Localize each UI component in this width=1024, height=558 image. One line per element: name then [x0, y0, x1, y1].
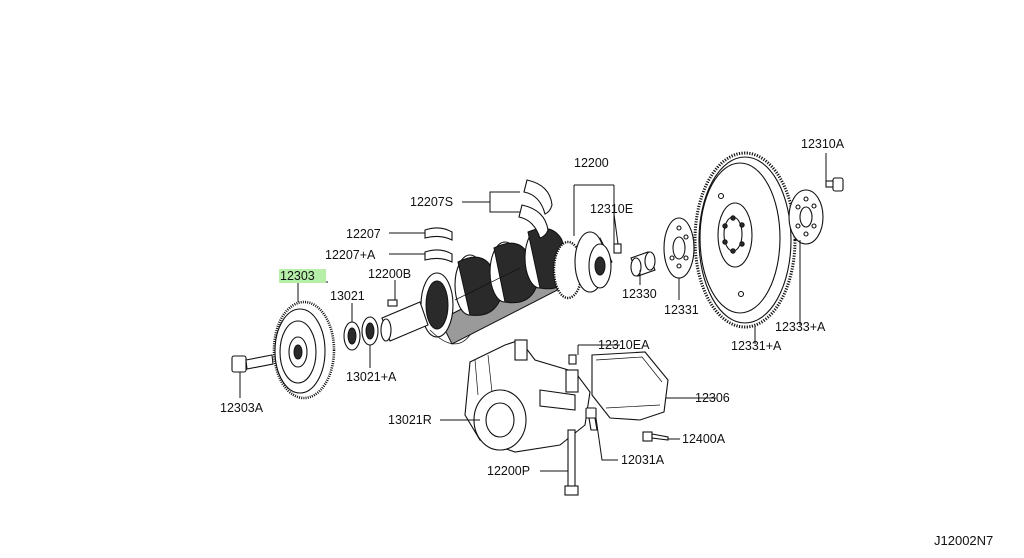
drawing-code: J12002N7: [934, 533, 993, 548]
label-12200p[interactable]: 12200P: [487, 464, 530, 478]
bolt-12310a-drawing: [825, 177, 844, 192]
label-12331[interactable]: 12331: [664, 303, 699, 317]
highlight-marker-12303: [279, 269, 326, 283]
label-12400a[interactable]: 12400A: [682, 432, 726, 446]
label-12330[interactable]: 12330: [622, 287, 657, 301]
label-12310a[interactable]: 12310A: [801, 137, 845, 151]
bolt-12200p-drawing: [564, 429, 579, 496]
part-labels: 12310A 12200 12207S 12310E 12207 12207+A…: [220, 137, 993, 548]
label-12031a[interactable]: 12031A: [621, 453, 665, 467]
label-12200b[interactable]: 12200B: [368, 267, 411, 281]
label-13021r[interactable]: 13021R: [388, 413, 432, 427]
label-12200[interactable]: 12200: [574, 156, 609, 170]
thrust-bearing-drawing: [518, 179, 553, 239]
bolt-12400a-drawing: [642, 431, 669, 442]
label-12207-a[interactable]: 12207+A: [325, 248, 376, 262]
label-12303[interactable]: 12303: [280, 269, 315, 283]
woodruff-key-drawing: [387, 299, 398, 307]
crank-pulley-drawing: [272, 300, 336, 400]
label-12207s[interactable]: 12207S: [410, 195, 453, 209]
balancer-assembly-drawing: [464, 339, 591, 453]
label-12331-a[interactable]: 12331+A: [731, 339, 782, 353]
pin-12310ea-drawing: [568, 354, 577, 365]
label-12303a[interactable]: 12303A: [220, 401, 264, 415]
flywheel-drawing: [693, 151, 797, 329]
label-12310ea[interactable]: 12310EA: [598, 338, 650, 352]
drive-plate-drawing: [788, 189, 824, 245]
label-12333-a[interactable]: 12333+A: [775, 320, 826, 334]
label-12306[interactable]: 12306: [695, 391, 730, 405]
label-13021-a[interactable]: 13021+A: [346, 370, 397, 384]
oil-pan-drawing: [591, 351, 669, 421]
bolt-12031a-drawing: [585, 407, 598, 431]
oil-seal-drawing: [343, 316, 379, 351]
pulley-bolt-drawing: [231, 354, 274, 373]
pin-12310e-drawing: [613, 243, 622, 254]
label-12310e[interactable]: 12310E: [590, 202, 633, 216]
spacer-plate-drawing: [663, 217, 695, 279]
main-bearing-drawing: [424, 227, 453, 263]
leader-lines: [239, 153, 827, 472]
label-12207[interactable]: 12207: [346, 227, 381, 241]
crankshaft-drawing: [380, 227, 613, 345]
pilot-bushing-drawing: [630, 251, 656, 277]
label-13021[interactable]: 13021: [330, 289, 365, 303]
